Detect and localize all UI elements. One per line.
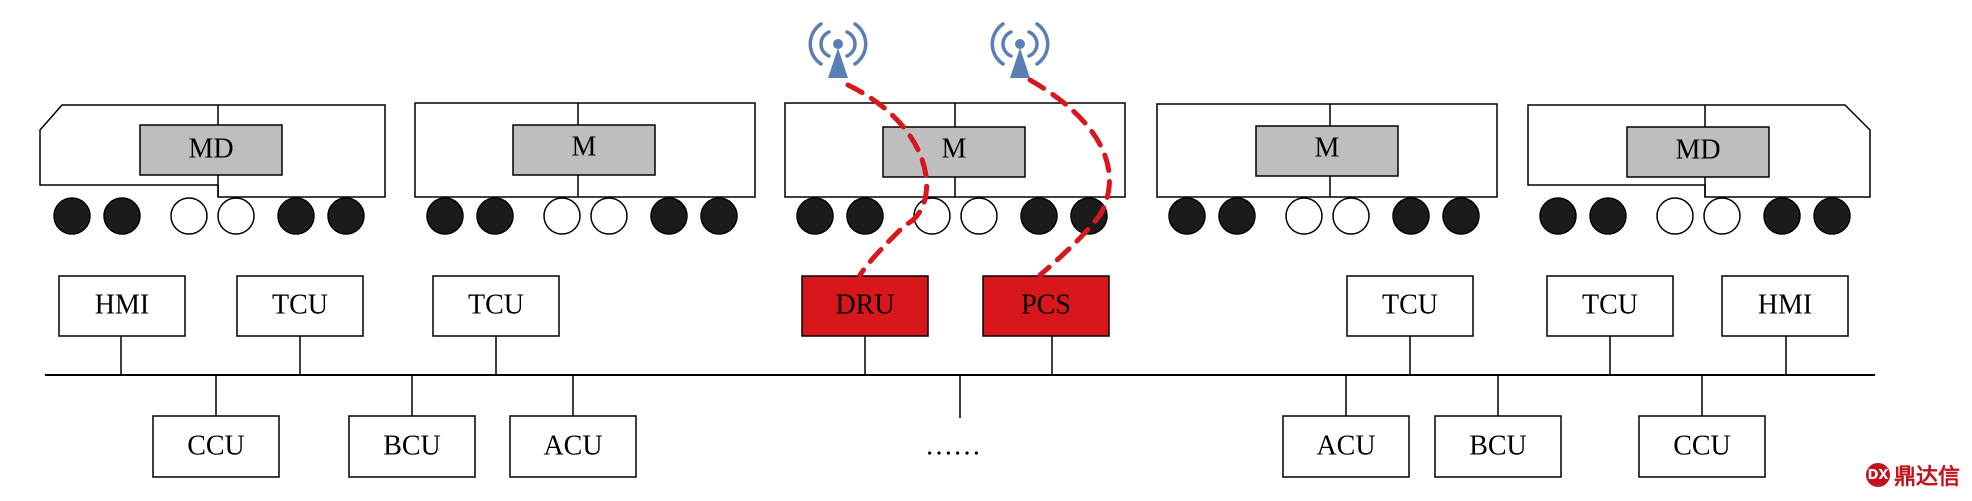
lower-units: CCU BCU ACU ACU BCU CCU	[152, 415, 1766, 478]
unit-box-tcu-2	[432, 275, 560, 337]
unit-box-bcu-left	[348, 415, 476, 478]
unit-label-hmi-right: HMI	[1758, 289, 1812, 320]
car-label-1: MD	[188, 133, 233, 164]
wheel-trailer	[217, 197, 255, 235]
unit-box-acu-left	[509, 415, 637, 478]
unit-box-hmi-right	[1721, 275, 1849, 337]
watermark-logo-icon: DX	[1865, 463, 1890, 487]
wheel-trailer	[1703, 197, 1741, 235]
unit-box-dru	[801, 275, 929, 337]
unit-label-bcu-right: BCU	[1469, 430, 1527, 461]
motor-box-1	[139, 124, 283, 176]
unit-label-ccu-right: CCU	[1673, 430, 1731, 461]
wheel-powered	[476, 197, 514, 235]
wheel-powered	[1442, 197, 1480, 235]
wheel-powered	[426, 197, 464, 235]
ellipsis-text: ……	[925, 430, 981, 461]
wheel-powered	[650, 197, 688, 235]
wheel-powered	[327, 197, 365, 235]
wheel-powered	[53, 197, 91, 235]
unit-label-tcu-3: TCU	[1382, 289, 1438, 320]
motor-box-5	[1626, 126, 1770, 178]
wheel-powered	[1539, 197, 1577, 235]
unit-box-tcu-3	[1346, 275, 1474, 337]
watermark-text: 鼎达信	[1893, 465, 1960, 490]
upper-units: HMI TCU TCU DRU PCS TCU TCU HMI	[58, 275, 1849, 337]
car-label-3: M	[942, 133, 967, 164]
unit-label-tcu-1: TCU	[272, 289, 328, 320]
motor-box-3	[882, 126, 1026, 178]
wheels	[53, 197, 1851, 235]
wheel-powered	[700, 197, 738, 235]
car-label-2: M	[572, 131, 597, 162]
unit-box-acu-right	[1282, 415, 1410, 478]
wheel-trailer	[960, 197, 998, 235]
wireless-link-pcs	[1027, 77, 1112, 278]
unit-label-acu-right: ACU	[1316, 430, 1375, 461]
unit-box-hmi-left	[58, 275, 186, 337]
wheel-powered	[846, 197, 884, 235]
unit-label-dru: DRU	[835, 289, 894, 320]
wheel-powered	[103, 197, 141, 235]
motor-box-2	[512, 124, 656, 176]
unit-box-ccu-left	[152, 415, 280, 478]
wheel-trailer	[170, 197, 208, 235]
unit-label-bcu-left: BCU	[383, 430, 441, 461]
unit-label-tcu-4: TCU	[1582, 289, 1638, 320]
wheel-trailer	[543, 197, 581, 235]
wheel-trailer	[590, 197, 628, 235]
unit-label-pcs: PCS	[1021, 289, 1071, 320]
wheel-powered	[1218, 197, 1256, 235]
wheel-powered	[1020, 197, 1058, 235]
unit-label-ccu-left: CCU	[187, 430, 245, 461]
wireless-link-dru	[845, 82, 930, 278]
wheel-powered	[1763, 197, 1801, 235]
upper-connectors	[120, 336, 1787, 375]
antenna-icon	[990, 22, 1050, 78]
car-label-5: MD	[1675, 134, 1720, 165]
unit-box-bcu-right	[1434, 415, 1562, 478]
unit-box-pcs	[982, 275, 1110, 337]
unit-box-tcu-4	[1546, 275, 1674, 337]
car-label-4: M	[1315, 132, 1340, 163]
wheel-powered	[1589, 197, 1627, 235]
motor-boxes: MD M M M MD	[139, 124, 1770, 178]
unit-label-acu-left: ACU	[543, 430, 602, 461]
lower-connectors	[215, 375, 1703, 418]
wheel-powered	[1168, 197, 1206, 235]
wheel-powered	[796, 197, 834, 235]
unit-label-hmi-left: HMI	[95, 289, 149, 320]
watermark: DX 鼎达信	[1865, 459, 1960, 491]
wheel-trailer	[1285, 197, 1323, 235]
wheel-powered	[1392, 197, 1430, 235]
unit-box-ccu-right	[1638, 415, 1766, 478]
wheel-trailer	[1656, 197, 1694, 235]
antenna-icon	[808, 22, 868, 78]
wheel-powered	[277, 197, 315, 235]
wheel-trailer	[1332, 197, 1370, 235]
wheel-powered	[1070, 197, 1108, 235]
wheel-powered	[1813, 197, 1851, 235]
motor-box-4	[1255, 125, 1399, 177]
unit-box-tcu-1	[236, 275, 364, 337]
unit-label-tcu-2: TCU	[468, 289, 524, 320]
